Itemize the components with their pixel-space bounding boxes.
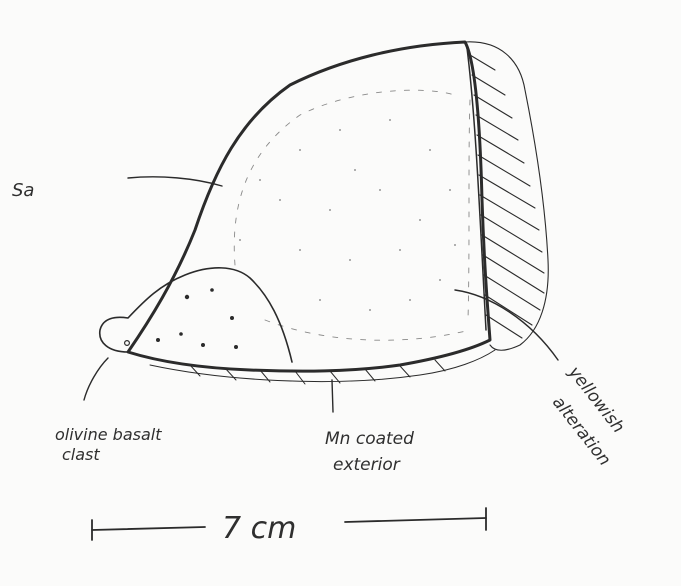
clast-label-line1: olivine basalt [55,425,162,444]
clast-outline [100,268,292,362]
groundmass-leader-line [128,177,222,186]
groundmass-stipple [239,119,456,311]
scale-bar-label: 7 cm [222,511,296,546]
clast-label-line2: clast [62,445,100,464]
exterior-label-line1: Mn coated [325,429,414,449]
clast-phenocrysts [125,288,238,349]
exterior-leader-line [332,380,333,412]
clast-leader-line [84,358,108,400]
groundmass-label: Sa [12,180,34,201]
alteration-hatching [465,42,548,350]
exterior-label-line2: exterior [333,455,401,475]
